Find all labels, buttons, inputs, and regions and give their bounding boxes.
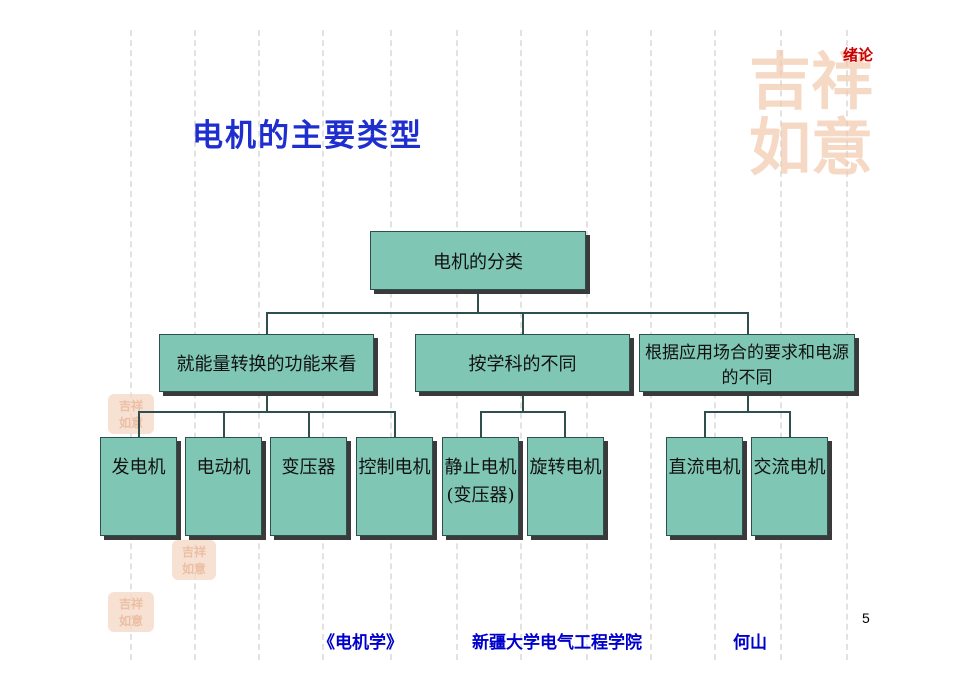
- node-sublabel: (变压器): [446, 485, 515, 506]
- footer-course: 《电机学》: [318, 633, 403, 653]
- node-label: 交流电机: [753, 457, 826, 478]
- seal-logo-small: 吉祥如意: [108, 394, 154, 434]
- seal-logo-small: 吉祥如意: [172, 540, 216, 580]
- tree-leaf-dc-machine: 直流电机: [666, 437, 743, 536]
- node-label: 控制电机: [358, 457, 431, 478]
- tree-node-energy-conversion: 就能量转换的功能来看: [159, 334, 374, 392]
- tree-leaf-transformer: 变压器: [270, 437, 347, 536]
- tree-leaf-control-machine: 控制电机: [356, 437, 433, 536]
- node-label: 电机的分类: [433, 251, 523, 273]
- footer-author: 何山: [733, 633, 767, 653]
- footer-institution: 新疆大学电气工程学院: [472, 633, 642, 653]
- node-label: 发电机: [111, 457, 166, 478]
- tree-root-node: 电机的分类: [370, 231, 586, 290]
- page-number: 5: [862, 610, 870, 626]
- node-label: 就能量转换的功能来看: [176, 354, 357, 375]
- dashed-guide: [390, 30, 392, 660]
- tree-leaf-generator: 发电机: [100, 437, 177, 536]
- node-label: 变压器: [281, 457, 336, 478]
- section-tag: 绪论: [843, 46, 874, 64]
- node-label: 直流电机: [668, 457, 741, 478]
- dashed-guide: [130, 30, 132, 660]
- node-label: 旋转电机: [529, 457, 602, 478]
- tree-node-discipline: 按学科的不同: [415, 334, 630, 392]
- tree-leaf-rotating-machine: 旋转电机: [527, 437, 604, 536]
- page-title: 电机的主要类型: [192, 118, 423, 154]
- seal-logo-large: 吉祥如意: [748, 45, 873, 184]
- node-label: 电动机: [196, 457, 251, 478]
- tree-leaf-ac-machine: 交流电机: [751, 437, 828, 536]
- tree-node-application: 根据应用场合的要求和电源的不同: [639, 334, 855, 392]
- tree-leaf-motor: 电动机: [185, 437, 262, 536]
- node-label: 根据应用场合的要求和电源的不同: [645, 343, 849, 388]
- seal-logo-small: 吉祥如意: [108, 592, 154, 632]
- node-label: 按学科的不同: [468, 354, 577, 375]
- node-label: 静止电机: [444, 457, 517, 478]
- tree-leaf-static-machine: 静止电机 (变压器): [442, 437, 519, 536]
